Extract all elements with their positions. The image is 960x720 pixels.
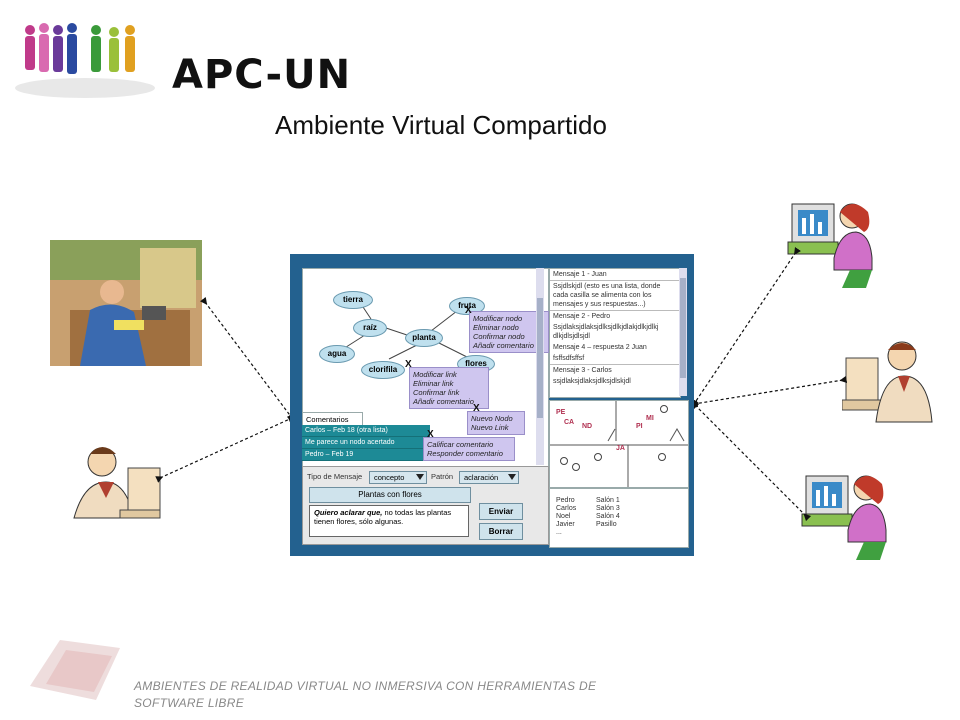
chevron-down-icon: [508, 474, 516, 480]
comments-list: Carlos – Feb 18 (otra lista) Me parece u…: [302, 425, 430, 461]
message-body: Ssjdlskjdl (esto es una lista, donde cad…: [550, 281, 680, 311]
node-tierra[interactable]: tierra: [333, 291, 373, 309]
comment-row[interactable]: Pedro – Feb 19: [302, 449, 430, 461]
menu-item-calificar-comentario[interactable]: Calificar comentario: [427, 440, 494, 449]
concept-map-scrollbar[interactable]: [536, 268, 544, 465]
page-title: APC-UN: [172, 52, 352, 98]
virtual-room-map[interactable]: PE CA ND MI PI JA: [549, 400, 689, 488]
message-type-label: Tipo de Mensaje: [307, 472, 363, 481]
close-icon[interactable]: X: [405, 359, 412, 370]
message-header[interactable]: Mensaje 1 - Juan: [550, 269, 680, 281]
close-icon[interactable]: X: [465, 305, 472, 316]
menu-item-confirmar-nodo[interactable]: Confirmar nodo: [473, 332, 525, 341]
comments-panel: Comentarios Carlos – Feb 18 (otra lista)…: [302, 412, 430, 464]
avatar-marker[interactable]: [572, 463, 580, 471]
comment-row[interactable]: Me parece un nodo acertado: [302, 437, 430, 449]
comment-context-menu[interactable]: Calificar comentario Responder comentari…: [423, 437, 515, 461]
user-name[interactable]: Pedro: [556, 497, 575, 504]
concept-field[interactable]: Plantas con flores: [309, 487, 471, 503]
user-room: Salón 4: [596, 513, 620, 520]
node-context-menu[interactable]: Modificar nodo Eliminar nodo Confirmar n…: [469, 311, 549, 353]
menu-item-modificar-nodo[interactable]: Modificar nodo: [473, 314, 523, 323]
room-walls: [550, 401, 688, 487]
menu-item-eliminar-link[interactable]: Eliminar link: [413, 379, 454, 388]
message-header[interactable]: Mensaje 2 - Pedro: [553, 313, 611, 320]
close-icon[interactable]: X: [427, 429, 434, 440]
menu-item-confirmar-link[interactable]: Confirmar link: [413, 388, 460, 397]
room-label-nd[interactable]: ND: [582, 423, 593, 430]
avatar-marker[interactable]: [660, 405, 668, 413]
clear-button[interactable]: Borrar: [479, 523, 523, 540]
avatar-marker[interactable]: [594, 453, 602, 461]
man-at-computer-right: [842, 341, 933, 423]
menu-item-responder-comentario[interactable]: Responder comentario: [427, 449, 503, 458]
figures-logo: [15, 23, 155, 98]
room-label-mi[interactable]: MI: [646, 415, 654, 422]
pattern-label: Patrón: [431, 472, 454, 481]
office-worker-photo: [50, 240, 202, 366]
footer-caption: AMBIENTES DE REALIDAD VIRTUAL NO INMERSI…: [134, 679, 597, 710]
chevron-down-icon: [416, 474, 424, 480]
node-agua[interactable]: agua: [319, 345, 355, 363]
user-name[interactable]: Noel: [556, 513, 571, 520]
message-thread: Mensaje 1 - Juan Ssjdlskjdl (esto es una…: [549, 268, 681, 398]
send-button[interactable]: Enviar: [479, 503, 523, 520]
message-type-select[interactable]: concepto: [369, 471, 427, 484]
user-room: Pasillo: [596, 521, 617, 528]
apc-app-window: tierra raíz fruta planta agua clorifila …: [290, 254, 694, 556]
user-room: Salón 3: [596, 505, 620, 512]
menu-item-modificar-link[interactable]: Modificar link: [413, 370, 457, 379]
menu-item-nuevo-link[interactable]: Nuevo Link: [471, 423, 509, 432]
woman-at-computer-top: [787, 203, 873, 288]
node-clorifila[interactable]: clorifila: [361, 361, 405, 379]
menu-item-nuevo-nodo[interactable]: Nuevo Nodo: [471, 414, 513, 423]
person-at-computer-left: [73, 447, 161, 519]
avatar-marker[interactable]: [658, 453, 666, 461]
menu-item-anadir-comentario-nodo[interactable]: Añadir comentario: [473, 341, 534, 350]
message-body: Ssjdlaksjdlaksjdlksjdlkjdlakjdlkjdlkj dl…: [553, 324, 659, 340]
menu-item-anadir-comentario-link[interactable]: Añadir comentario: [413, 397, 474, 406]
menu-item-eliminar-nodo[interactable]: Eliminar nodo: [473, 323, 519, 332]
woman-at-computer-bottom: [801, 475, 887, 560]
page-subtitle: Ambiente Virtual Compartido: [275, 110, 607, 140]
node-raiz[interactable]: raíz: [353, 319, 387, 337]
message-textarea[interactable]: Quiero aclarar que, no todas las plantas…: [309, 505, 469, 537]
user-name[interactable]: Javier: [556, 521, 575, 528]
room-label-pi[interactable]: PI: [636, 423, 643, 430]
user-room: Salón 1: [596, 497, 620, 504]
message-form: Tipo de Mensaje concepto Patrón aclaraci…: [302, 466, 549, 545]
user-name[interactable]: Carlos: [556, 505, 577, 512]
link-context-menu[interactable]: Modificar link Eliminar link Confirmar l…: [409, 367, 489, 409]
pattern-select[interactable]: aclaración: [459, 471, 519, 484]
room-label-ja[interactable]: JA: [616, 445, 625, 452]
message-body: ssjdlaksjdlaksjdlksjdlskjdl: [553, 378, 631, 385]
user-name: ...: [556, 529, 562, 536]
node-planta[interactable]: planta: [405, 329, 443, 347]
un-logo: [30, 640, 120, 700]
new-element-menu[interactable]: Nuevo Nodo Nuevo Link: [467, 411, 525, 435]
comment-row[interactable]: Carlos – Feb 18 (otra lista): [302, 425, 430, 437]
close-icon[interactable]: X: [473, 403, 480, 414]
room-label-pe[interactable]: PE: [556, 409, 566, 416]
message-thread-scrollbar[interactable]: [679, 268, 687, 396]
room-label-ca[interactable]: CA: [564, 419, 575, 426]
node-fruta[interactable]: fruta: [449, 297, 485, 315]
users-location-list: Pedro Carlos Noel Javier ... Salón 1 Sal…: [549, 488, 689, 548]
message-header[interactable]: Mensaje 4 – respuesta 2 Juan: [553, 344, 647, 351]
message-header[interactable]: Mensaje 3 - Carlos: [553, 367, 612, 374]
avatar-marker[interactable]: [560, 457, 568, 465]
message-body: fsffsdfsffsf: [550, 353, 680, 365]
